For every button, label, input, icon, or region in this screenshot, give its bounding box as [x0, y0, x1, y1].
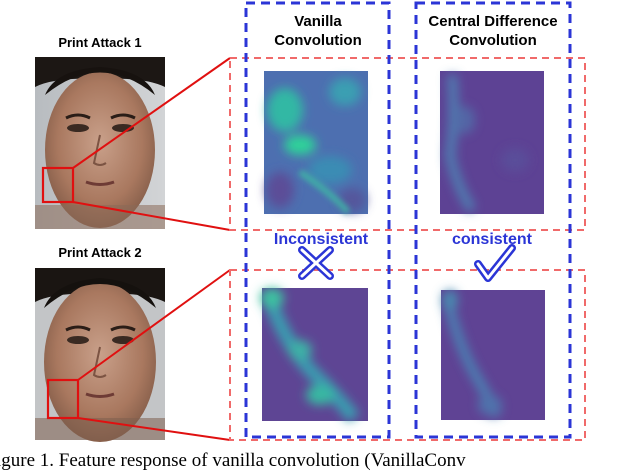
column-box-vanilla	[244, 1, 391, 439]
column-header-vanilla: Vanilla Convolution	[274, 13, 362, 49]
check-icon	[474, 244, 516, 282]
attack-label-2: Print Attack 2	[58, 245, 142, 260]
zoom-region-1	[41, 57, 231, 231]
face-photo-1	[35, 57, 165, 229]
heatmap-cdc-2	[441, 290, 545, 420]
verdict-consistent: consistent	[451, 231, 532, 248]
heatmap-cdc-1	[440, 71, 544, 214]
zoom-region-2	[46, 269, 231, 441]
attack-label-1: Print Attack 1	[58, 35, 142, 50]
verdict-inconsistent: Inconsistent	[273, 231, 369, 248]
heatmap-vanilla-2	[260, 288, 368, 423]
face-photo-2	[35, 268, 165, 442]
heatmap-vanilla-1	[264, 71, 368, 215]
column-box-cdc	[414, 1, 572, 439]
figure-caption-text: igure 1. Feature response of vanilla con…	[0, 450, 466, 471]
column-header-cdc: Central Difference Convolution	[428, 13, 558, 49]
cross-icon	[298, 246, 334, 280]
figure-caption: igure 1. Feature response of vanilla con…	[0, 448, 620, 474]
row-box-2	[229, 269, 586, 441]
figure-graphics	[35, 1, 586, 442]
